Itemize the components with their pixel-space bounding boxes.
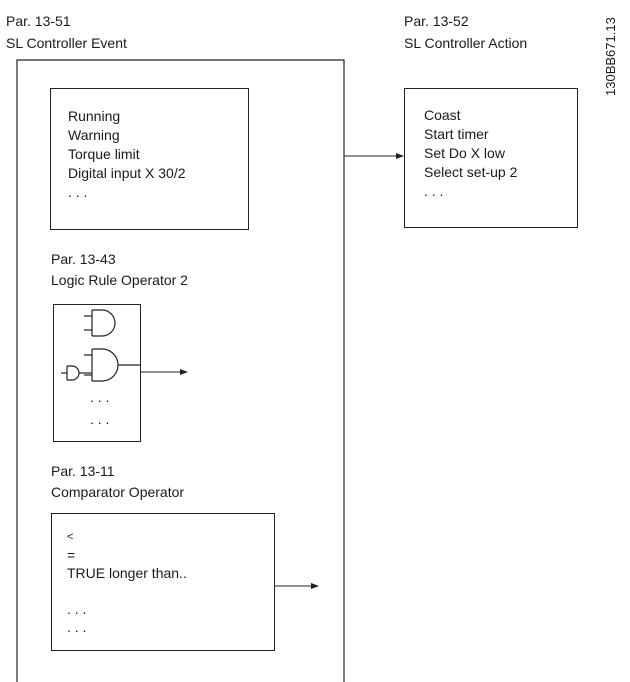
comparator-list: < = TRUE longer than.. . . . . . . xyxy=(67,528,187,636)
comparator-item: < xyxy=(67,531,74,543)
action-title: SL Controller Action xyxy=(404,35,528,51)
logic-box xyxy=(53,304,141,442)
logic-title: Logic Rule Operator 2 xyxy=(51,272,188,288)
logic-list: . . . . . . xyxy=(90,388,109,429)
event-par-label: Par. 13-51 xyxy=(6,13,71,29)
arrow-to-action-head xyxy=(396,153,404,159)
event-list: Running Warning Torque limit Digital inp… xyxy=(68,107,186,202)
comparator-item xyxy=(67,582,187,600)
logic-item: . . . xyxy=(90,389,110,405)
logic-item: . . . xyxy=(90,411,110,427)
action-item: Start timer xyxy=(424,126,489,142)
outer-frame xyxy=(16,59,345,682)
comparator-par-label: Par. 13-11 xyxy=(51,463,115,479)
action-item: . . . xyxy=(424,183,444,199)
and-gate-icon xyxy=(84,348,141,382)
action-par-label: Par. 13-52 xyxy=(404,13,469,29)
comparator-title: Comparator Operator xyxy=(51,484,185,500)
comparator-box xyxy=(51,513,275,651)
and-gate-icon xyxy=(84,309,116,337)
event-item: Digital input X 30/2 xyxy=(68,165,186,181)
logic-par-label: Par. 13-43 xyxy=(51,251,116,267)
event-item: Warning xyxy=(68,127,120,143)
action-item: Select set-up 2 xyxy=(424,164,518,180)
event-box xyxy=(50,88,249,230)
arrow-comparator-out-head xyxy=(311,583,319,589)
comparator-item: TRUE longer than.. xyxy=(67,565,187,581)
action-box xyxy=(404,88,578,228)
comparator-item: = xyxy=(67,547,76,563)
comparator-item: . . . xyxy=(67,601,87,617)
event-title: SL Controller Event xyxy=(6,35,127,51)
event-item: Torque limit xyxy=(68,146,140,162)
event-item: Running xyxy=(68,108,121,124)
action-list: Coast Start timer Set Do X low Select se… xyxy=(424,106,517,201)
and-gate-icon xyxy=(61,365,92,381)
event-item: . . . xyxy=(68,184,88,200)
action-item: Set Do X low xyxy=(424,145,505,161)
comparator-item: . . . xyxy=(67,619,87,635)
action-item: Coast xyxy=(424,107,461,123)
arrow-logic-out-head xyxy=(180,369,188,375)
